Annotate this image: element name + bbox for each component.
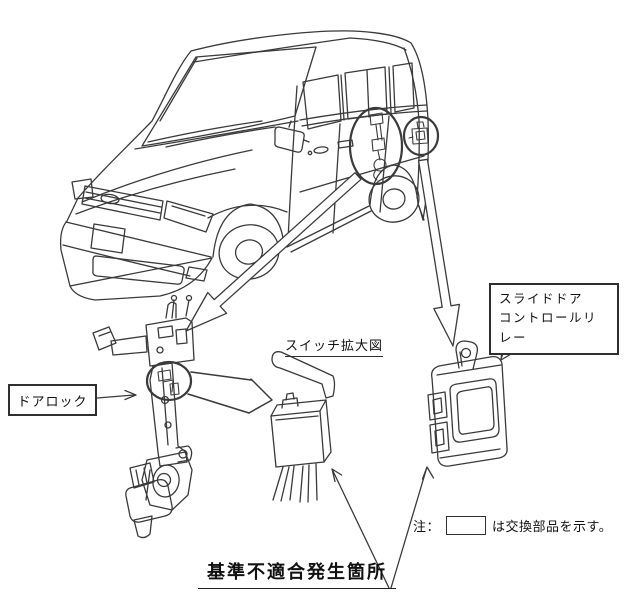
replacement-note: 注： は交換部品を示す。 bbox=[413, 516, 612, 535]
c-pillar bbox=[388, 66, 392, 114]
headlight-right bbox=[163, 200, 214, 233]
arrow-van-to-relay bbox=[417, 158, 461, 347]
lower-intake bbox=[92, 255, 185, 285]
door-keyhole bbox=[307, 150, 313, 156]
grille bbox=[81, 185, 164, 221]
lock-actuator bbox=[129, 462, 155, 489]
note-suffix: は交換部品を示す。 bbox=[492, 519, 613, 534]
door-lock-mini-sketch bbox=[369, 112, 387, 181]
arrow-doorlock-label-to-assembly bbox=[96, 389, 137, 401]
door-lock-location-circle bbox=[348, 106, 404, 186]
front-door-window bbox=[302, 74, 342, 130]
relay-connector-lower bbox=[429, 421, 450, 454]
roof-rail bbox=[193, 37, 407, 63]
rear-wheel bbox=[368, 175, 420, 223]
b-pillar bbox=[340, 74, 345, 121]
cowl-line bbox=[134, 120, 299, 150]
hood-crease bbox=[75, 149, 253, 215]
note-prefix: 注： bbox=[413, 519, 441, 534]
switch-mini-sketch bbox=[157, 369, 180, 396]
license-plate bbox=[90, 223, 126, 254]
headlight-left bbox=[71, 178, 94, 200]
arrow-title-to-relay bbox=[390, 466, 435, 589]
arrow-van-to-door-lock bbox=[185, 172, 362, 332]
fog-lamp bbox=[185, 266, 208, 282]
arrow-title-to-switch bbox=[331, 468, 390, 589]
relay-connector-upper bbox=[427, 391, 448, 421]
windshield bbox=[141, 46, 317, 147]
relay-mini-sketch bbox=[408, 121, 429, 145]
front-bumper-bottom bbox=[69, 257, 213, 301]
sliding-door-rear-seam bbox=[379, 115, 390, 213]
switch-illustration bbox=[270, 351, 336, 503]
sliding-door-front-seam bbox=[332, 123, 341, 234]
switch-enlarged-caption: スイッチ拡大図 bbox=[285, 335, 384, 357]
switch-lever bbox=[271, 351, 336, 399]
rocker-sill bbox=[286, 205, 372, 253]
relay-label-line1: スライドドア bbox=[499, 292, 584, 306]
relay-location-circle bbox=[402, 115, 440, 157]
emblem bbox=[100, 193, 120, 205]
van-illustration bbox=[59, 30, 440, 301]
switch-terminals bbox=[272, 463, 318, 503]
front-wheel-arch bbox=[212, 203, 285, 258]
door-lock-assembly-illustration bbox=[92, 294, 195, 539]
wiper-blades bbox=[147, 120, 276, 148]
a-pillar bbox=[159, 57, 198, 122]
nonconformity-title: 基準不適合発生箇所 bbox=[198, 558, 396, 589]
bumper-top-edge bbox=[65, 221, 212, 258]
front-door-handle bbox=[313, 146, 329, 154]
relay-mount-tab bbox=[455, 340, 479, 370]
side-mirror bbox=[274, 120, 310, 153]
magnifier-cone-arrow bbox=[187, 371, 273, 414]
front-door-seam bbox=[287, 85, 298, 241]
wire-connector bbox=[92, 326, 117, 351]
switch-highlight-circle bbox=[145, 360, 193, 402]
door-lock-label: ドアロック bbox=[17, 393, 88, 409]
sliding-door-handle bbox=[337, 139, 354, 149]
quarter-window bbox=[392, 62, 415, 113]
door-lock-label-box: ドアロック bbox=[8, 384, 97, 416]
relay-illustration bbox=[427, 340, 508, 467]
body-crease bbox=[299, 155, 425, 193]
relay-label-line2: コントロールリレー bbox=[499, 311, 598, 345]
slide-door-relay-label-box: スライドドア コントロールリレー bbox=[489, 283, 619, 356]
replacement-part-box bbox=[446, 516, 487, 535]
switch-plunger bbox=[281, 392, 299, 409]
